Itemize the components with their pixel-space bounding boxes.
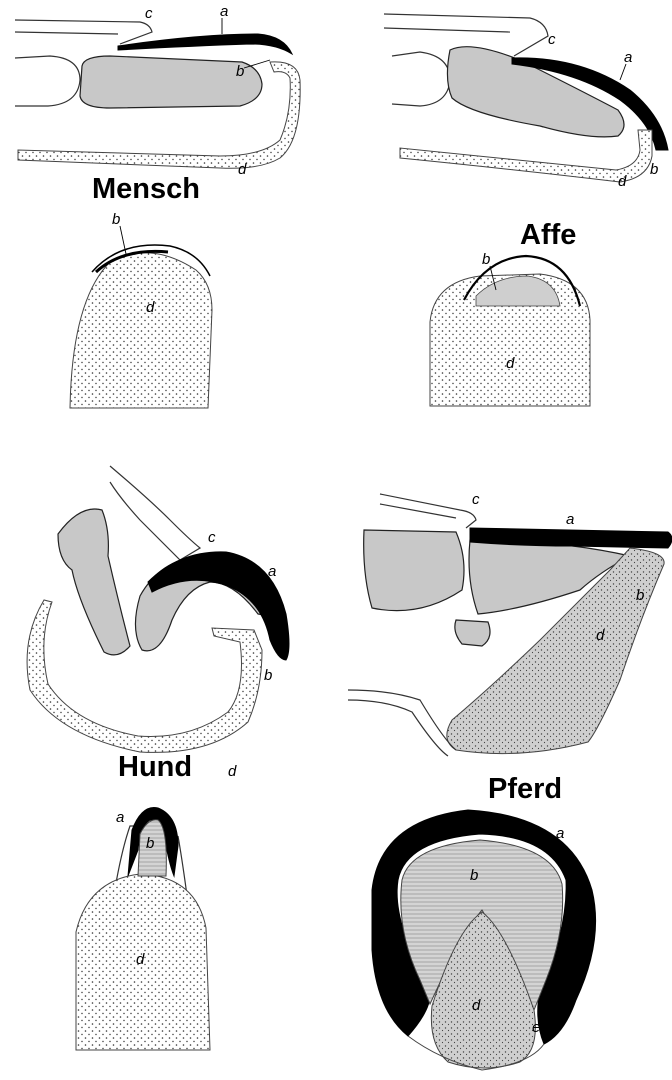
pferd-skin-lower <box>348 690 456 750</box>
mensch-middle-phalanx <box>15 56 80 106</box>
mensch-label-d: d <box>238 161 247 178</box>
pferd-section-label-b: b <box>470 867 478 884</box>
hund-skin-top <box>110 466 200 560</box>
affe-skin-line <box>384 28 510 32</box>
mensch-nail-plate <box>118 34 292 54</box>
mensch-label-b: b <box>236 63 244 80</box>
pferd-bone-pastern <box>364 530 464 611</box>
pferd-skin-lower2 <box>348 700 448 756</box>
mensch-title: Mensch <box>92 173 200 205</box>
hund-section-label-a: a <box>116 809 124 826</box>
pferd-label-c: c <box>472 491 480 508</box>
hund-label-c: c <box>208 529 216 546</box>
hund-label-b: b <box>264 667 272 684</box>
pferd-label-d: d <box>596 627 605 644</box>
pferd-skin-top <box>380 494 476 528</box>
hund-label-d: d <box>228 763 237 780</box>
mensch-bone <box>80 56 262 108</box>
affe-label-a: a <box>624 49 632 66</box>
pferd-section-label-a: a <box>556 825 564 842</box>
pferd-label-a: a <box>566 511 574 528</box>
hund-title: Hund <box>118 751 192 783</box>
affe-section-label-b: b <box>482 251 490 268</box>
pferd-section-label-d: d <box>472 997 481 1014</box>
affe-label-c: c <box>548 31 556 48</box>
hund-bone-proximal <box>58 509 130 655</box>
affe-section-label-d: d <box>506 355 515 372</box>
hund-label-a: a <box>268 563 276 580</box>
mensch-label-c: c <box>145 5 153 22</box>
pferd-skin-line <box>380 504 456 518</box>
hund-section-label-d: d <box>136 951 145 968</box>
panel-hund: c a b d Hund a b d <box>27 466 289 1050</box>
mensch-label-a: a <box>220 3 228 20</box>
affe-lead-a <box>620 64 626 80</box>
mensch-section-label-b: b <box>112 211 120 228</box>
panel-pferd: c a b d Pferd a b d e <box>348 491 672 1070</box>
hund-section-label-b: b <box>146 835 154 852</box>
pferd-title: Pferd <box>488 773 562 805</box>
affe-title: Affe <box>520 219 576 251</box>
mensch-section-label-d: d <box>146 299 155 316</box>
affe-middle-phalanx <box>392 52 450 106</box>
mensch-skin-line <box>15 32 118 34</box>
affe-label-d: d <box>618 173 627 190</box>
panel-affe: c a b d Affe b d <box>384 14 668 406</box>
affe-dermis <box>400 130 652 182</box>
panel-mensch: a c b d Mensch b d <box>15 3 300 408</box>
pferd-label-b: b <box>636 587 644 604</box>
affe-label-b: b <box>650 161 658 178</box>
pferd-bone-navicular <box>455 620 490 646</box>
mensch-section-pulp <box>70 253 212 408</box>
pferd-section-label-e: e <box>532 1019 540 1036</box>
